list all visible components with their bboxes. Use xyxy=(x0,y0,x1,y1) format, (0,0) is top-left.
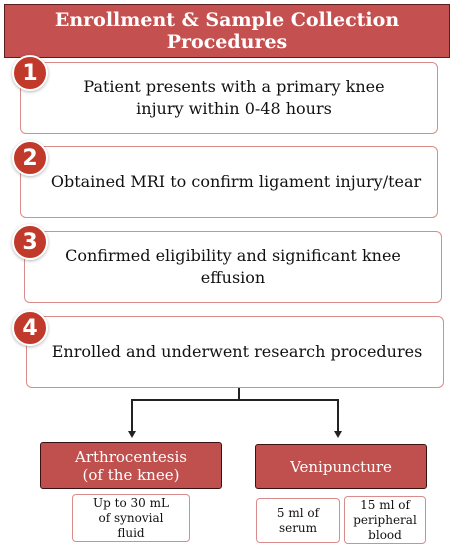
step-4-text: Enrolled and underwent research procedur… xyxy=(51,342,423,361)
serum-box: 5 ml of serum xyxy=(256,498,340,543)
connector-stem xyxy=(238,388,240,400)
arrow-right-head xyxy=(334,431,342,438)
step-4-number: 4 xyxy=(12,310,48,346)
serum-text: 5 ml of serum xyxy=(276,505,320,535)
step-3-number: 3 xyxy=(12,224,48,260)
synovial-fluid-text: Up to 30 mL of synovial fluid xyxy=(93,495,169,540)
step-4-box: Enrolled and underwent research procedur… xyxy=(26,316,444,388)
diagram-title: Enrollment & Sample Collection Procedure… xyxy=(4,4,450,58)
step-1-text: Patient presents with a primary knee inj… xyxy=(83,77,385,118)
connector-right xyxy=(337,399,339,431)
step-3-text: Confirmed eligibility and significant kn… xyxy=(65,246,401,287)
step-3-box: Confirmed eligibility and significant kn… xyxy=(24,231,442,303)
arthrocentesis-box: Arthrocentesis (of the knee) xyxy=(40,442,222,489)
step-2-box: Obtained MRI to confirm ligament injury/… xyxy=(20,146,438,218)
venipuncture-box: Venipuncture xyxy=(255,444,427,489)
connector-left xyxy=(131,399,133,431)
peripheral-blood-box: 15 ml of peripheral blood xyxy=(344,496,426,544)
step-2-text: Obtained MRI to confirm ligament injury/… xyxy=(50,172,422,191)
arrow-left-head xyxy=(128,431,136,438)
synovial-fluid-box: Up to 30 mL of synovial fluid xyxy=(72,494,190,542)
connector-horizontal xyxy=(131,399,338,401)
arthrocentesis-label: Arthrocentesis (of the knee) xyxy=(75,447,187,484)
venipuncture-label: Venipuncture xyxy=(290,457,392,476)
step-1-box: Patient presents with a primary knee inj… xyxy=(20,62,438,134)
step-1-number: 1 xyxy=(12,55,48,91)
peripheral-blood-text: 15 ml of peripheral blood xyxy=(353,497,417,542)
step-2-number: 2 xyxy=(12,140,48,176)
